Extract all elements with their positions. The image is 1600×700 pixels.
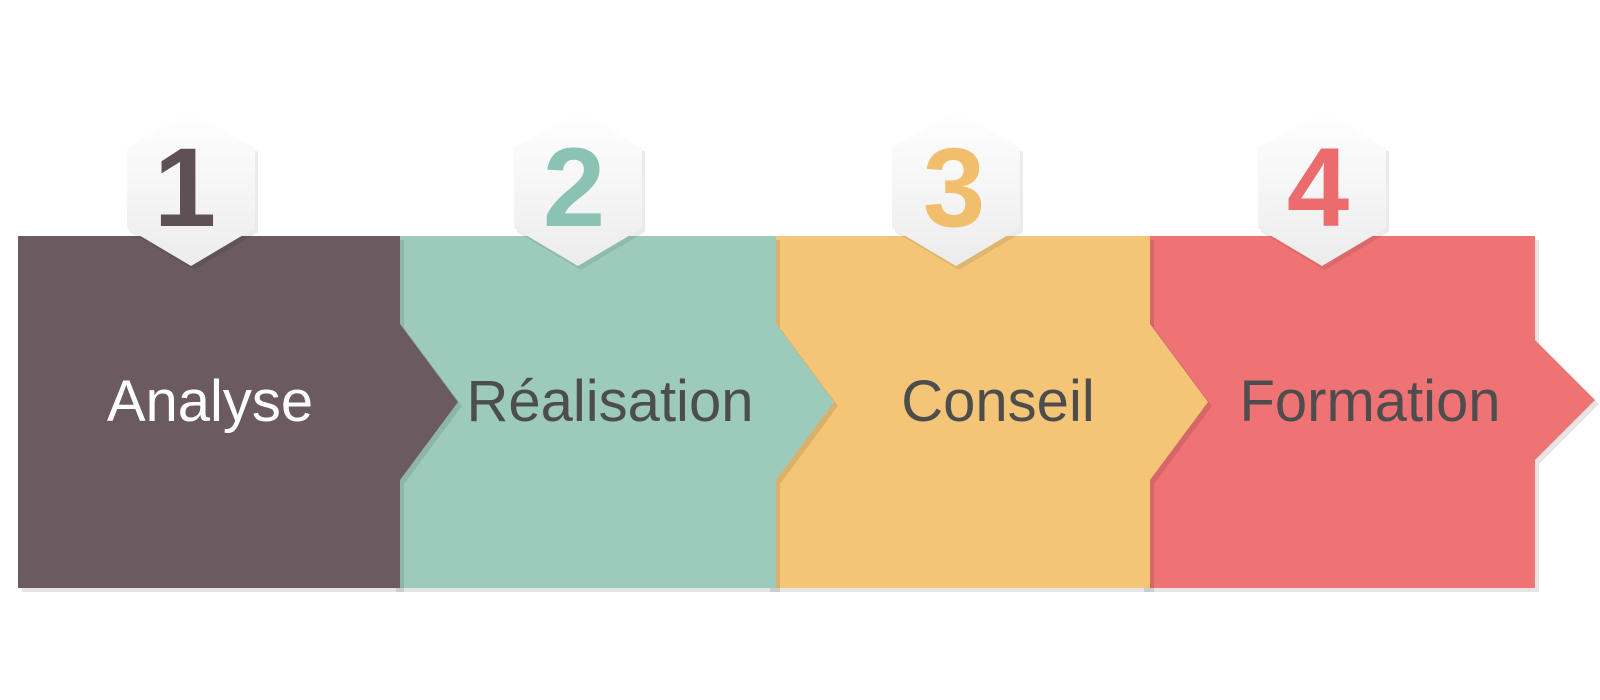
step-1-badge: 1 bbox=[127, 110, 258, 270]
step-3-label: Conseil bbox=[901, 369, 1095, 434]
step-1-label: Analyse bbox=[106, 369, 314, 434]
step-3-badge: 3 bbox=[892, 110, 1023, 270]
step-2-block bbox=[392, 236, 838, 592]
step-2-number: 2 bbox=[543, 125, 605, 250]
step-3-number: 3 bbox=[923, 125, 985, 250]
step-1-block bbox=[18, 236, 462, 592]
step-2-label: Réalisation bbox=[466, 369, 754, 434]
step-4-block bbox=[1140, 236, 1599, 592]
step-2-badge: 2 bbox=[514, 110, 645, 270]
step-3-block bbox=[766, 236, 1212, 592]
step-1-number: 1 bbox=[154, 125, 216, 250]
step-4-badge: 4 bbox=[1258, 110, 1389, 270]
step-4-number: 4 bbox=[1287, 125, 1349, 250]
step-4-label: Formation bbox=[1239, 369, 1501, 434]
